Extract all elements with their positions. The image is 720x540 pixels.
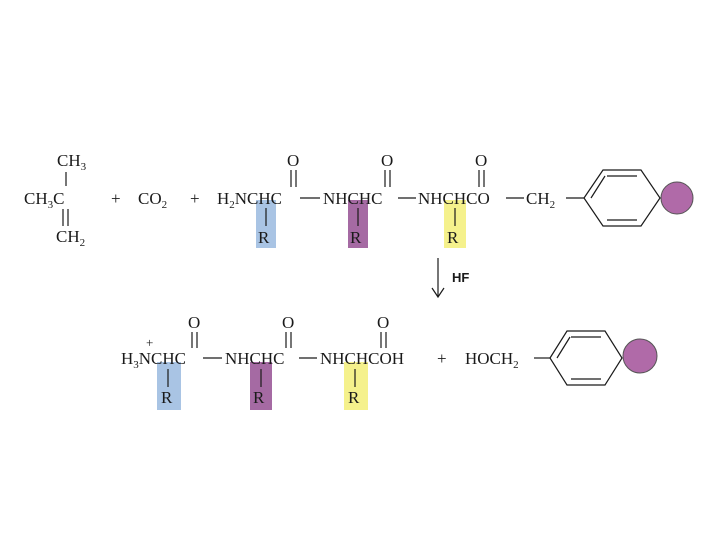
ch2-linker-label: CH2: [526, 189, 555, 211]
ammonium-charge: +: [146, 335, 153, 350]
plus-sign-1: +: [111, 189, 121, 208]
nhchc-label-1: NHCHC: [323, 189, 383, 208]
r-group-top-1: R: [258, 228, 270, 247]
plus-sign-2: +: [190, 189, 200, 208]
r-group-bottom-3: R: [348, 388, 360, 407]
ch2-bottom-label: CH2: [56, 227, 85, 249]
nhchco-label: NHCHCO: [418, 189, 490, 208]
h2n-nchc-label: H2NCHC: [217, 189, 282, 211]
r-group-bottom-1: R: [161, 388, 173, 407]
carbonyl-o-b1: O: [188, 313, 200, 332]
co2-label: CO2: [138, 189, 167, 211]
carbonyl-o-1: O: [287, 151, 299, 170]
r-highlight-yellow-bottom: [344, 362, 368, 410]
ring-inner-bottom-3: [556, 336, 571, 359]
reagent-label: HF: [452, 270, 469, 285]
carbonyl-o-3: O: [475, 151, 487, 170]
resin-bead-bottom: [622, 338, 658, 374]
benzene-ring-bottom: [549, 330, 623, 386]
r-group-top-2: R: [350, 228, 362, 247]
r-highlight-blue-bottom: [157, 362, 181, 410]
carbonyl-o-b3: O: [377, 313, 389, 332]
carbonyl-o-2: O: [381, 151, 393, 170]
plus-sign-bottom: +: [437, 349, 447, 368]
reaction-arrowhead: [431, 287, 445, 299]
r-group-top-3: R: [447, 228, 459, 247]
ch3-top-label: CH3: [57, 151, 87, 173]
nhchcoh-label: NHCHCOH: [320, 349, 404, 368]
benzene-ring-top: [583, 169, 661, 227]
h3n-nchc-label: H3NCHC: [121, 349, 186, 371]
nhchc-label-b1: NHCHC: [225, 349, 285, 368]
resin-bead-top: [660, 181, 694, 215]
carbonyl-o-b2: O: [282, 313, 294, 332]
r-group-bottom-2: R: [253, 388, 265, 407]
hoch2-label: HOCH2: [465, 349, 519, 371]
ch3-left-label: CH3C: [24, 189, 64, 211]
ring-inner-top-3: [590, 175, 606, 199]
